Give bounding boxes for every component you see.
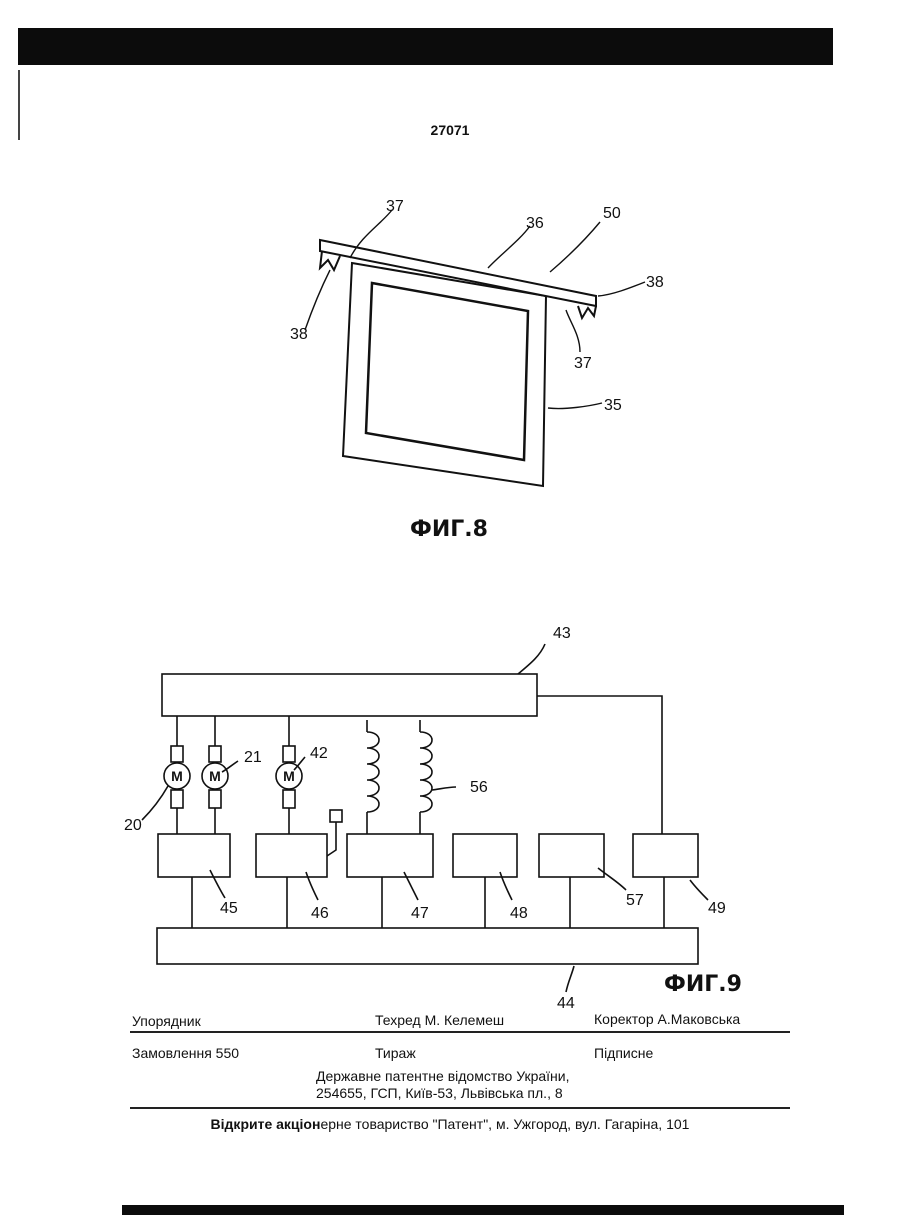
fig8-label-38a: 38 (646, 274, 664, 291)
fig8-drawing (305, 210, 645, 486)
colophon-corrector: Коректор А.Маковська (594, 1011, 740, 1027)
printer-line: Відкрите акціонерне товариство "Патент",… (0, 1116, 900, 1132)
fig9-block-46 (256, 834, 327, 877)
fig8-label-35: 35 (604, 397, 622, 414)
fig8-label-38b: 38 (290, 326, 308, 343)
fig8-hook-right (578, 306, 596, 318)
fig9-caption: ФИГ.9 (664, 972, 742, 997)
colophon-tech-editor: Техред М. Келемеш (375, 1012, 504, 1028)
fig9-block-43 (162, 674, 537, 716)
fig9-block-45 (158, 834, 230, 877)
fig8-window (366, 283, 528, 460)
fig8-caption: ФИГ.8 (410, 517, 488, 542)
fig8-label-50: 50 (603, 205, 621, 222)
printer-rest: ерне товариство "Патент", м. Ужгород, ву… (320, 1116, 689, 1132)
colophon-rule-bottom (130, 1107, 790, 1109)
fig9-label-49: 49 (708, 900, 726, 917)
fig9-block-48 (453, 834, 517, 877)
fig9-label-48: 48 (510, 905, 528, 922)
fig9-label-45: 45 (220, 900, 238, 917)
fig9-label-56: 56 (470, 779, 488, 796)
fig9-label-20: 20 (124, 817, 142, 834)
fig8-label-36: 36 (526, 215, 544, 232)
colophon-rule-top (130, 1031, 790, 1033)
motor-letter-21: M (209, 768, 221, 784)
colophon-compiler: Упорядник (132, 1013, 201, 1029)
fig8-label-37b: 37 (574, 355, 592, 372)
fig8-label-37a: 37 (386, 198, 404, 215)
fig9-label-43: 43 (553, 625, 571, 642)
colophon-office-line2: 254655, ГСП, Київ-53, Львівська пл., 8 (316, 1085, 563, 1102)
fig9-label-57: 57 (626, 892, 644, 909)
fig9-block-44 (157, 928, 698, 964)
fig9-block-57 (539, 834, 604, 877)
fig9-drawing (142, 644, 708, 992)
bottom-black-bar (122, 1205, 844, 1215)
fig9-small-sensor (330, 810, 342, 822)
fig9-block-49 (633, 834, 698, 877)
motor-letter-20: M (171, 768, 183, 784)
fig9-label-47: 47 (411, 905, 429, 922)
fig9-label-42: 42 (310, 745, 328, 762)
colophon-subscription: Підписне (594, 1045, 653, 1061)
colophon-office-line1: Державне патентне відомство України, (316, 1068, 570, 1085)
fig9-label-21: 21 (244, 749, 262, 766)
fig9-label-46: 46 (311, 905, 329, 922)
fig9-label-44: 44 (557, 995, 575, 1012)
fig9-block-47 (347, 834, 433, 877)
fig8-rail-36 (320, 240, 596, 306)
colophon-order: Замовлення 550 (132, 1045, 239, 1061)
printer-bold: Відкрите акціон (211, 1116, 321, 1132)
colophon-circulation: Тираж (375, 1045, 416, 1061)
motor-letter-42: M (283, 768, 295, 784)
